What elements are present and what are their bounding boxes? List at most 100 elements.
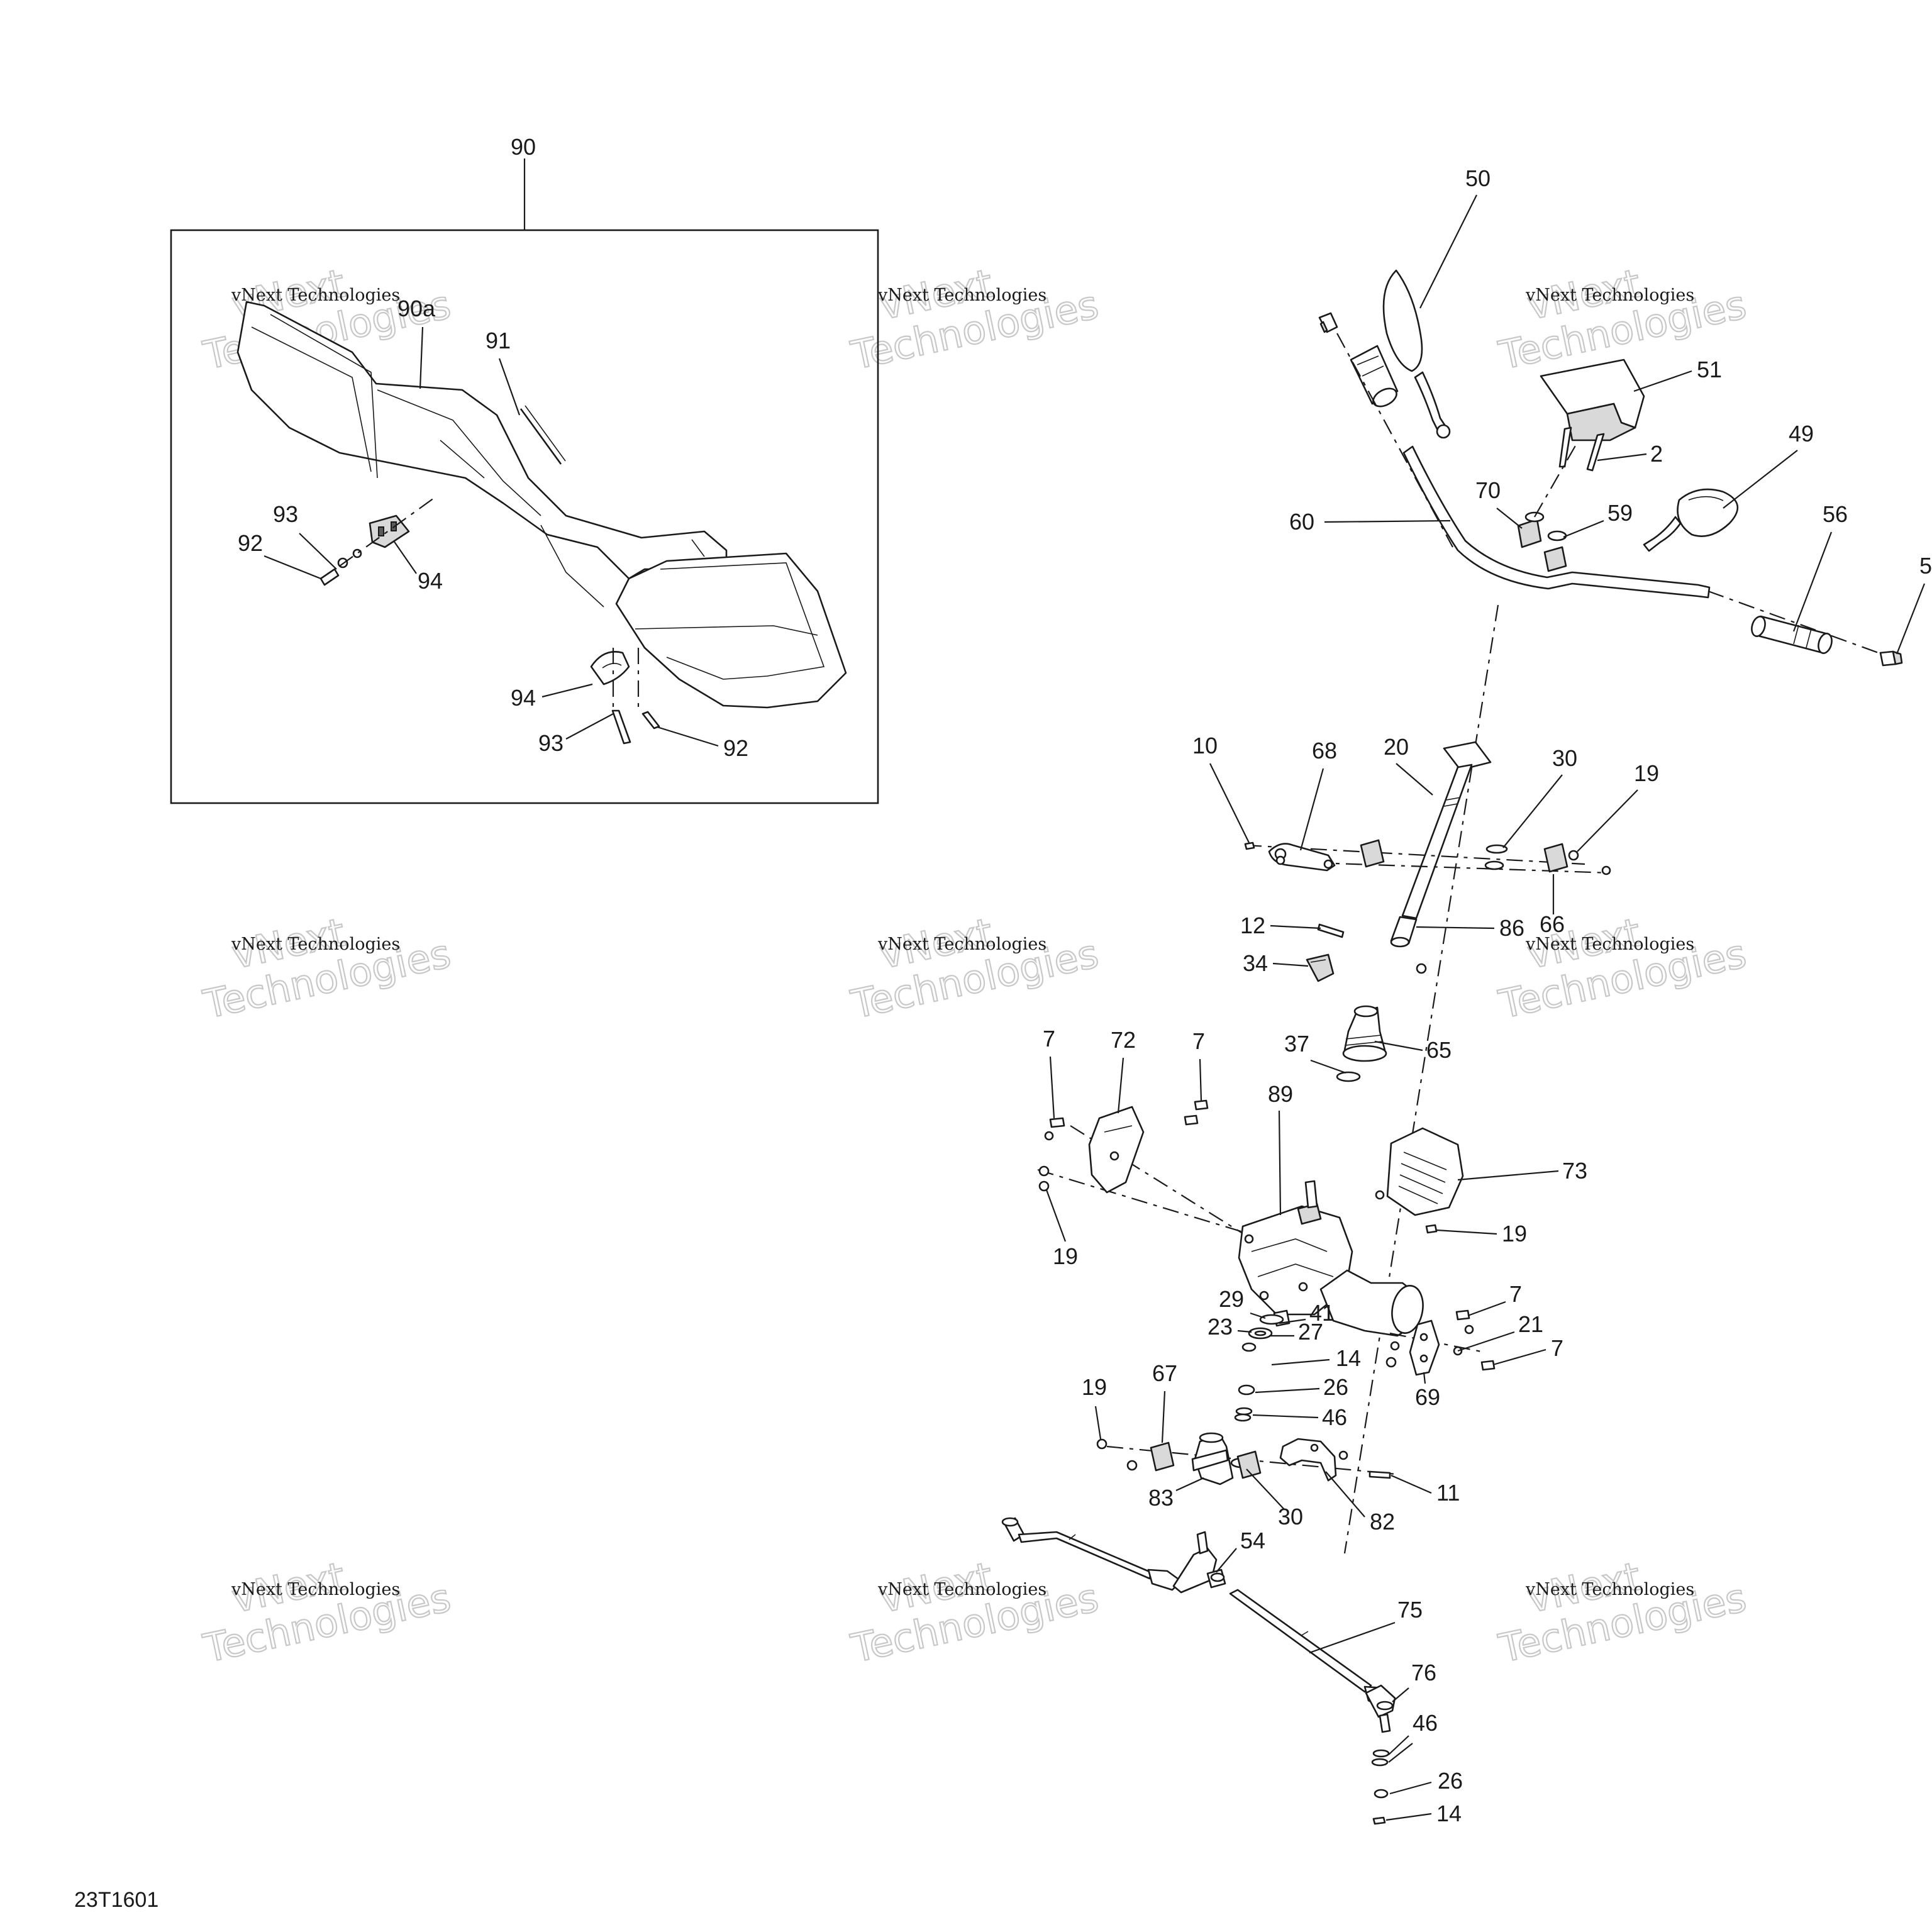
nut-part [1338,1450,1348,1460]
bolt-part [1455,1309,1470,1321]
callout-7: 7 [1551,1335,1563,1361]
leader-94 [393,540,417,574]
callout-20: 20 [1384,734,1409,760]
watermark: vNext Technologies [199,1552,455,1672]
callout-69: 69 [1415,1384,1440,1410]
watermark-text: vNext Technologies [1525,286,1694,305]
callout-76: 76 [1411,1660,1436,1685]
washer-part [1235,1407,1253,1416]
left-mirror-part [1382,269,1451,439]
leader-26 [1255,1387,1320,1394]
leader-7 [1199,1058,1202,1101]
nut-part [1241,1342,1257,1352]
leader-37 [1310,1059,1346,1074]
callout-56: 56 [1823,501,1848,527]
tie-rod-end-part [1365,1684,1396,1733]
callout-86: 86 [1499,915,1524,941]
nut-part [1038,1165,1050,1177]
bolt-part [1586,433,1605,472]
washer-part [1390,1341,1400,1351]
callout-7: 7 [1043,1026,1055,1052]
leader-20 [1396,763,1433,796]
callout-90: 90 [511,134,536,160]
leader-41 [1279,1318,1306,1324]
callout-34: 34 [1243,950,1268,976]
leader-19 [1577,789,1638,852]
handlebar-clamp-part [1517,511,1567,572]
assembly-axis [339,497,435,567]
leader-49 [1723,450,1798,509]
callout-90a: 90a [397,296,436,321]
nut-part [1601,865,1611,875]
callout-37: 37 [1284,1031,1309,1057]
ring-part [1336,1071,1361,1082]
leader-5 [1896,583,1926,655]
callout-46: 46 [1413,1710,1438,1736]
callout-82: 82 [1370,1509,1395,1535]
leader-90a [419,326,424,389]
nut-part [1038,1180,1050,1192]
nut-part [1210,1572,1225,1582]
leader-50 [1419,194,1477,309]
steering-column-part [1390,741,1492,948]
right-tie-rod-part [1229,1589,1392,1708]
pitman-arm-part [1172,1531,1226,1594]
leader-10 [1209,763,1250,843]
leader-76 [1392,1687,1409,1702]
mounting-bracket-part [1088,1106,1145,1194]
callout-19: 19 [1053,1243,1078,1269]
leader-86 [1416,926,1495,930]
callout-92: 92 [723,735,748,761]
callout-10: 10 [1192,733,1218,758]
washer-part [1044,1131,1054,1141]
leader-30 [1502,774,1563,848]
bolt-part [1194,1099,1209,1111]
nut-part [1385,1357,1397,1368]
bearing-housing-part [1191,1432,1234,1485]
leader-46 [1388,1743,1413,1763]
leader-68 [1299,768,1324,851]
cotter-pin-part [1372,1816,1386,1825]
leader-34 [1272,962,1309,967]
callout-30: 30 [1552,745,1577,771]
leader-83 [1175,1477,1204,1492]
callout-19: 19 [1502,1221,1527,1246]
callout-54: 54 [1240,1528,1265,1553]
callout-7: 7 [1509,1281,1522,1307]
bolt-part [1184,1114,1199,1126]
strip-part [519,408,562,465]
washer-part [1371,1758,1389,1767]
leader-46 [1388,1735,1409,1755]
leader-69 [1423,1372,1426,1384]
leader-23 [1237,1330,1252,1333]
watermark-text: vNext Technologies [1525,1580,1694,1599]
watermark-text: vNext Technologies [877,1580,1046,1599]
nut-part [1374,1789,1389,1799]
leader-82 [1325,1471,1365,1518]
left-grip-part [1350,345,1399,408]
leader-19 [1045,1189,1067,1242]
callout-7: 7 [1192,1028,1205,1054]
rear-bracket-part [1409,1319,1440,1376]
boot-part [1342,1005,1387,1062]
leader-93 [565,713,614,740]
callout-67: 67 [1152,1360,1177,1386]
watermark: vNext Technologies [847,908,1103,1028]
leader-92 [264,555,321,580]
handlebar-part [1402,445,1711,599]
diagram-code: 23T1601 [74,1888,158,1912]
leader-51 [1633,370,1692,392]
leader-11 [1391,1474,1432,1494]
nut-part [1568,850,1579,861]
bushing-part [1236,1450,1262,1479]
leader-7 [1492,1348,1546,1366]
leader-59 [1563,519,1604,538]
leader-19 [1094,1406,1102,1440]
leader-92 [657,726,719,747]
bolt-part [1368,1470,1391,1479]
nut-part [1275,855,1285,865]
callout-93: 93 [538,730,564,756]
power-steering-unit-part [1238,1180,1424,1337]
leader-2 [1597,453,1647,462]
